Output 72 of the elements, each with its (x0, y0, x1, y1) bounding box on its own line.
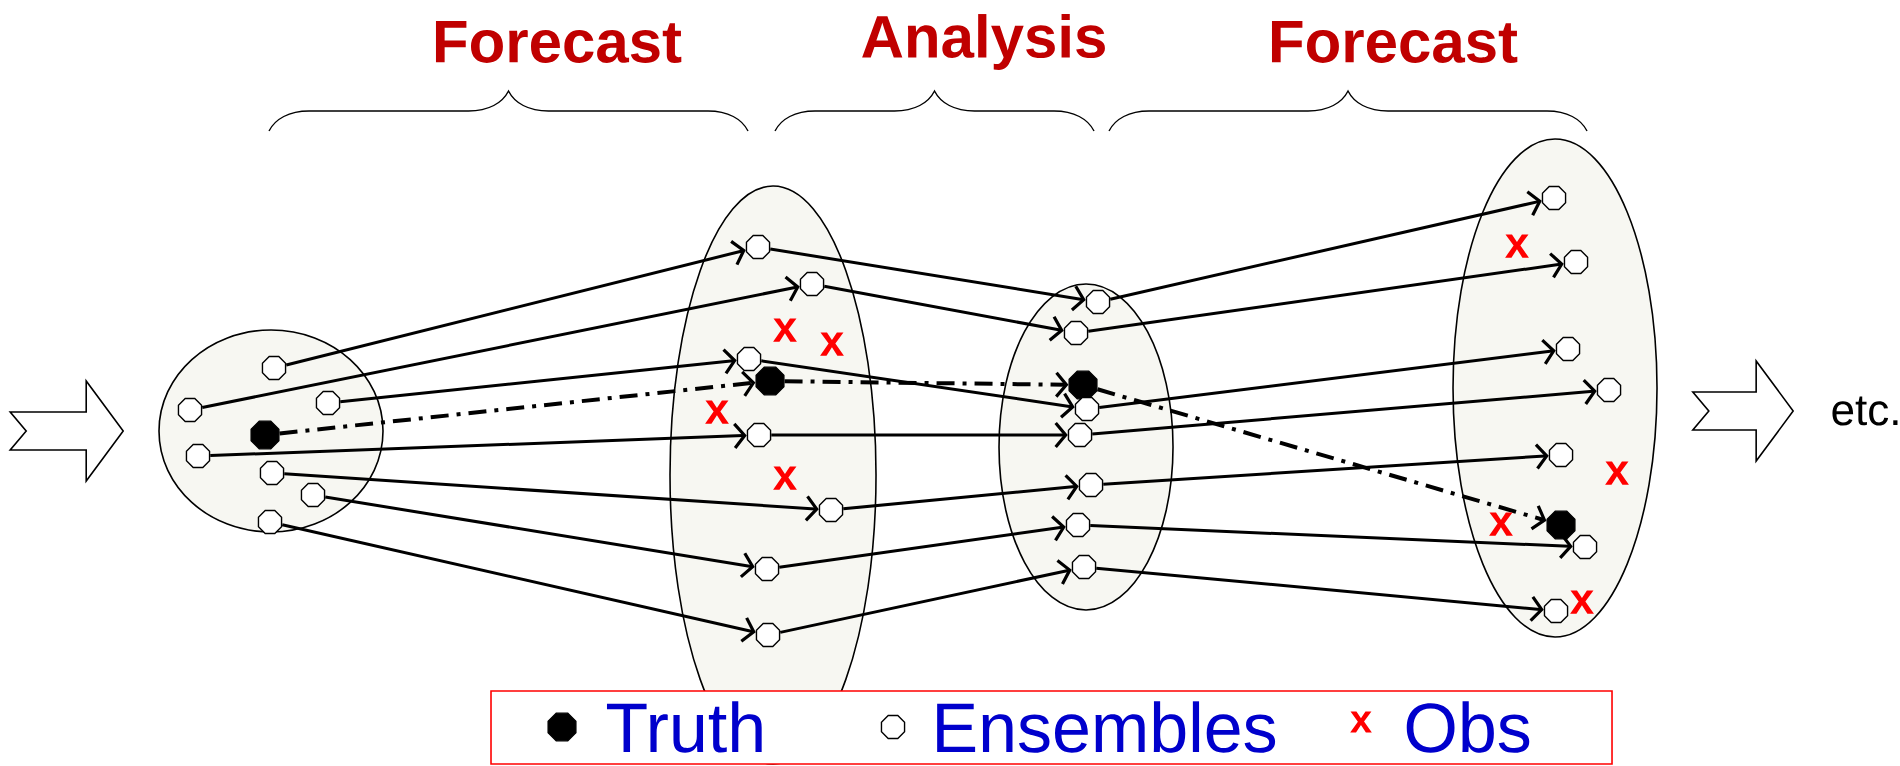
arrow (340, 348, 737, 404)
arrow (770, 247, 1086, 312)
arrow (1099, 338, 1556, 409)
ensemble-marker (1555, 336, 1581, 362)
arrow (824, 284, 1064, 342)
ensemble-marker (1572, 534, 1598, 560)
block-arrow (8, 378, 125, 484)
obs-mark: x (773, 318, 797, 342)
arrow (843, 474, 1079, 511)
ensemble-marker (1074, 396, 1100, 422)
ensemble-marker (745, 234, 771, 260)
legend-text: Truth (607, 701, 762, 753)
end-text: etc. (1832, 396, 1898, 426)
block-arrow (1691, 358, 1795, 464)
arrow (281, 523, 756, 643)
ensemble-marker (1541, 185, 1567, 211)
obs-mark: x (1505, 234, 1529, 258)
ensemble-marker (1071, 554, 1097, 580)
ensemble-marker (259, 460, 285, 486)
ensemble-ellipse (1452, 138, 1658, 638)
arrow (1096, 566, 1544, 622)
ensemble-marker (300, 482, 326, 508)
arrow (771, 422, 1068, 449)
obs-mark: x (705, 400, 729, 424)
phase-title: Forecast (1272, 21, 1518, 63)
trajectory-arrow (784, 371, 1069, 398)
arrow (779, 515, 1066, 569)
ensemble-marker (1548, 442, 1574, 468)
arrow (779, 559, 1072, 634)
legend-text: Ensembles (937, 701, 1276, 753)
ensemble-ellipse (998, 283, 1174, 611)
ensemble-marker (746, 422, 772, 448)
ensemble-marker (257, 509, 283, 535)
arrow (761, 359, 1075, 419)
arrow (325, 495, 755, 579)
ensemble-marker (799, 271, 825, 297)
ensemble-marker (185, 443, 211, 469)
phase-title: Forecast (435, 21, 682, 63)
arrow (201, 275, 800, 409)
ensemble-marker (818, 497, 844, 523)
ensemble-marker (754, 556, 780, 582)
ensemble-marker (1563, 249, 1589, 275)
arrow (1088, 252, 1564, 333)
trajectory-arrow (1097, 387, 1547, 531)
obs-mark: x (773, 466, 797, 490)
phase-title: Analysis (862, 14, 1105, 70)
obs-mark: x (1489, 512, 1513, 536)
legend-obs-mark: x (1350, 711, 1372, 733)
ensemble-marker (755, 622, 781, 648)
ensemble-marker (1063, 320, 1089, 346)
ensemble-marker (1078, 472, 1104, 498)
ensemble-marker (736, 346, 762, 372)
arrow (1103, 443, 1549, 486)
legend-text: Obs (1406, 701, 1530, 753)
ensemble-marker (261, 355, 287, 381)
arrow (284, 472, 819, 522)
arrow (1092, 379, 1597, 436)
ensemble-marker (177, 397, 203, 423)
ensemble-marker (1067, 422, 1093, 448)
ensemble-marker (1543, 598, 1569, 624)
arrow (1090, 524, 1573, 559)
ensemble-marker (1596, 377, 1622, 403)
ensemble-marker (1085, 289, 1111, 315)
obs-mark: x (820, 332, 844, 356)
arrow (285, 240, 746, 367)
ensemble-marker (315, 390, 341, 416)
trajectory-arrow (279, 370, 756, 436)
obs-mark: x (1570, 590, 1594, 614)
ensemble-marker (1065, 512, 1091, 538)
obs-mark: x (1605, 461, 1629, 485)
arrow (1109, 190, 1542, 301)
arrow (210, 422, 747, 458)
